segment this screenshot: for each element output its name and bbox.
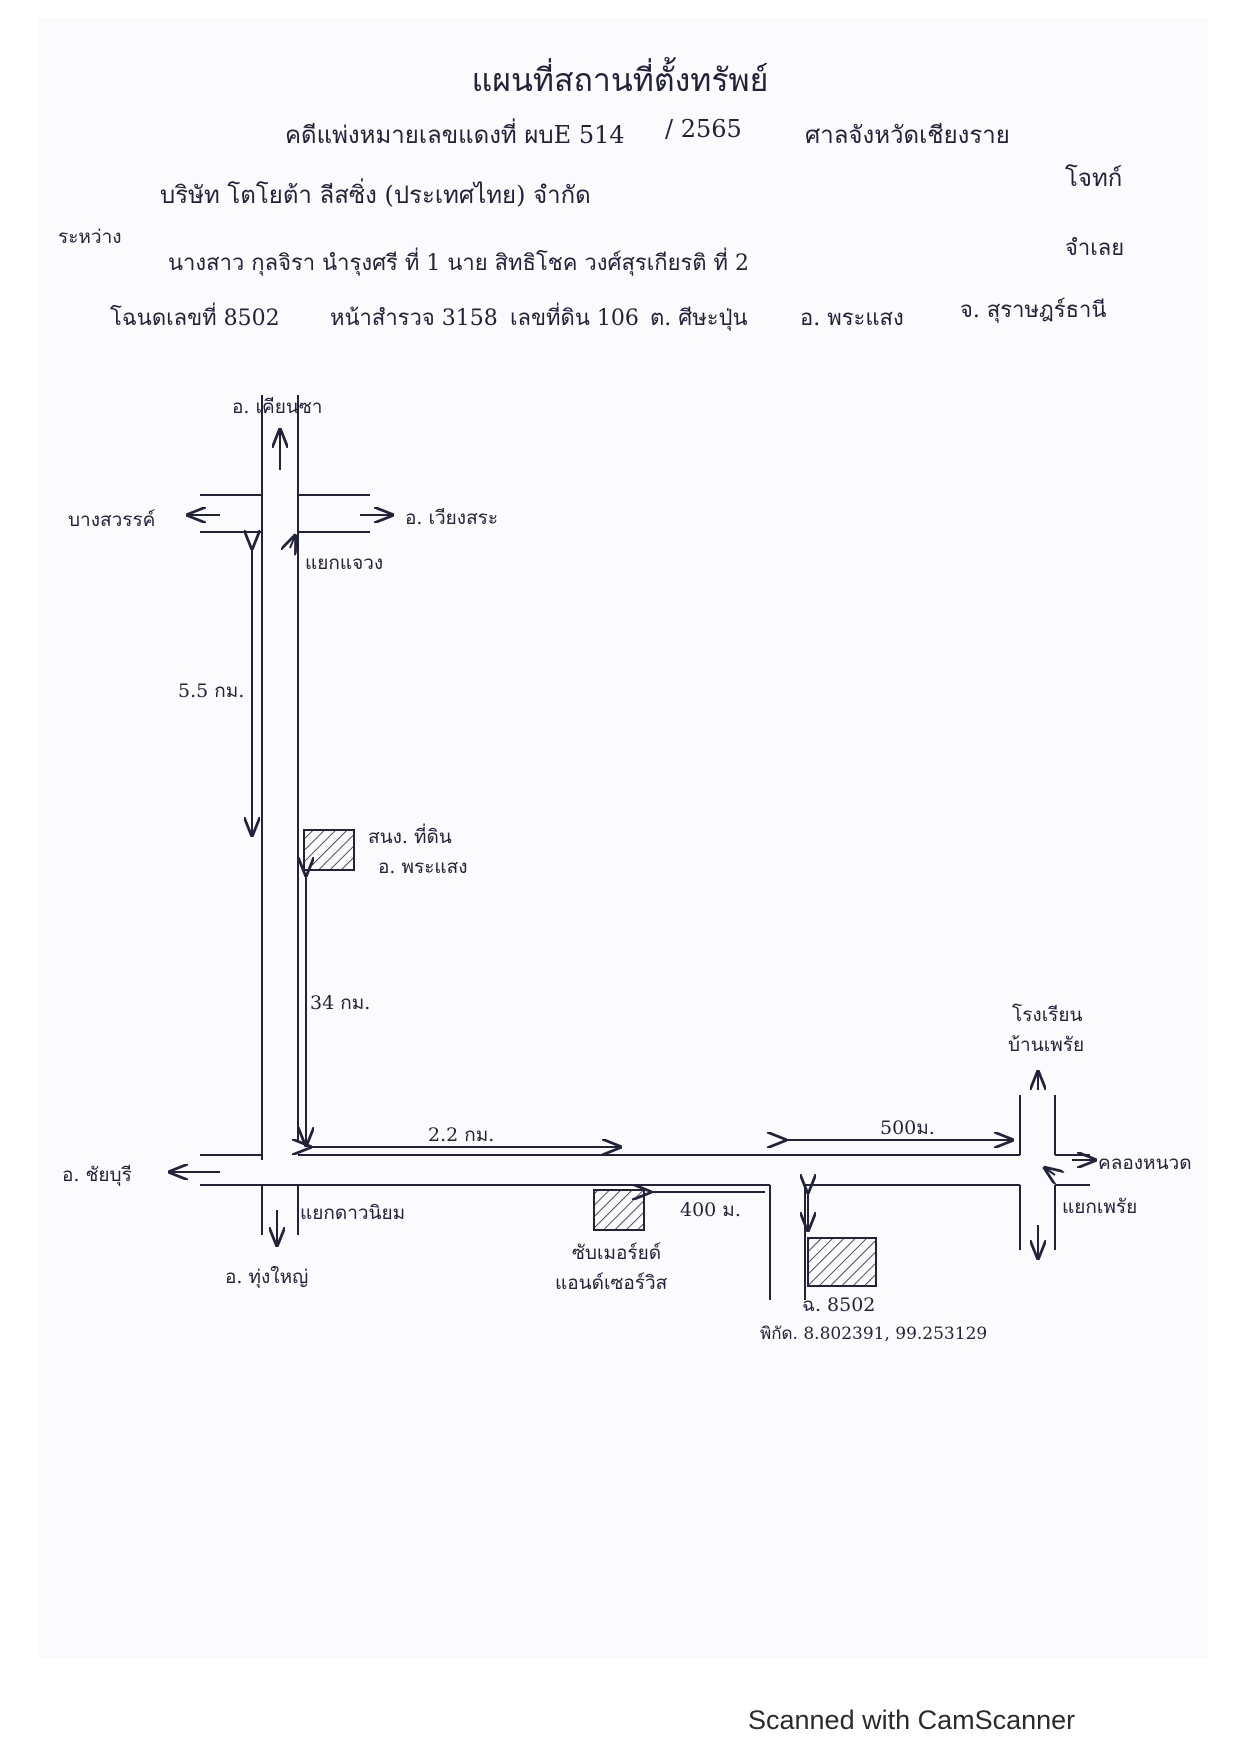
between-label: ระหว่าง (58, 226, 122, 248)
side-road (769, 1185, 806, 1300)
scanned-paper (38, 18, 1208, 1658)
district: อ. พระแสง (800, 306, 904, 331)
distance-2-2: 2.2 กม. (428, 1124, 495, 1146)
target-parcel-marker (807, 1237, 877, 1287)
subdistrict: ต. ศีษะปุ่น (650, 306, 748, 331)
store-name-line2: แอนด์เซอร์วิส (555, 1272, 668, 1294)
province: จ. สุราษฎร์ธานี (960, 298, 1107, 323)
defendant-role: จำเลย (1065, 236, 1125, 261)
junction-bottom: แยกดาวนิยม (300, 1202, 406, 1224)
target-coordinates: พิกัด. 8.802391, 99.253129 (760, 1324, 988, 1344)
land-office-district: อ. พระแสง (378, 856, 468, 878)
case-year: / 2565 (665, 115, 742, 143)
east-destination-top: อ. เวียงสระ (405, 507, 499, 529)
target-deed-label: ฉ. 8502 (802, 1294, 876, 1316)
camscanner-watermark: Scanned with CamScanner (748, 1705, 1076, 1735)
west-destination-bottom: อ. ชัยบุรี (62, 1164, 132, 1186)
junction-top: แยกแจวง (305, 552, 384, 574)
junction-right: แยกเพรัย (1062, 1196, 1138, 1218)
north-destination: อ. เคียนซา (232, 396, 323, 418)
distance-400: 400 ม. (680, 1199, 741, 1221)
land-office-marker (303, 829, 355, 871)
school-label: โรงเรียน (1012, 1004, 1083, 1026)
distance-34: 34 กม. (310, 992, 371, 1014)
north-road (261, 395, 299, 495)
defendant-names: นางสาว กุลจิรา นำรุงศรี ที่ 1 นาย สิทธิโ… (168, 251, 750, 276)
store-name-line1: ซับเมอร์ยด์ (572, 1242, 662, 1264)
right-junction-south (1019, 1185, 1056, 1250)
distance-500: 500ม. (880, 1117, 935, 1139)
parcel-number: เลขที่ดิน 106 (510, 306, 639, 331)
distance-5-5: 5.5 กม. (178, 680, 245, 702)
west-destination-top: บางสวรรค์ (68, 509, 156, 531)
survey-page: หน้าสำรวจ 3158 (330, 306, 498, 331)
store-marker (593, 1189, 645, 1231)
court-name: ศาลจังหวัดเชียงราย (805, 121, 1010, 149)
map-title: แผนที่สถานที่ตั้งทรัพย์ (471, 61, 769, 99)
land-office-label: สนง. ที่ดิน (368, 826, 452, 848)
deed-number: โฉนดเลขที่ 8502 (110, 306, 280, 331)
plaintiff-name: บริษัท โตโยต้า ลีสซิ่ง (ประเทศไทย) จำกัด (160, 181, 591, 209)
right-junction-north (1019, 1095, 1056, 1155)
south-branch (261, 1185, 299, 1235)
south-destination: อ. ทุ่งใหญ่ (225, 1266, 309, 1288)
case-number: คดีแพ่งหมายเลขแดงที่ ผบE 514 (285, 121, 625, 149)
school-name: บ้านเพรัย (1008, 1034, 1085, 1056)
east-destination-bottom: คลองหนวด (1098, 1152, 1192, 1174)
plaintiff-role: โจทก์ (1065, 164, 1123, 192)
